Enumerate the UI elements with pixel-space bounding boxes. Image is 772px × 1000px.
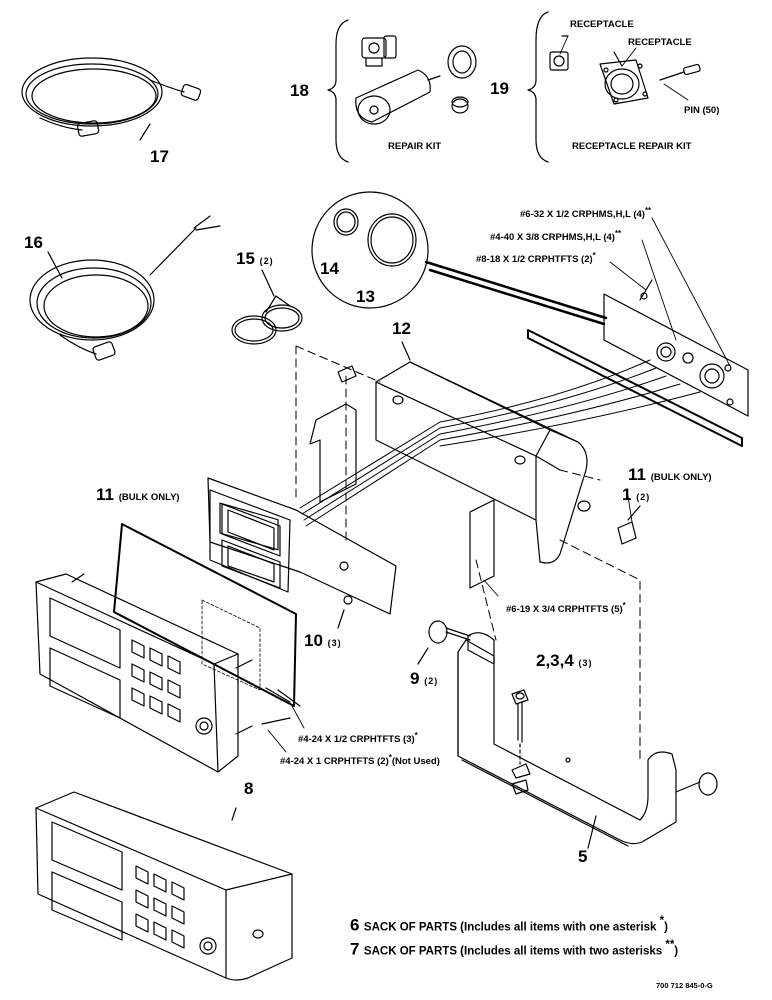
note-6-end: ) (664, 921, 668, 934)
screw-label-5: #4-24 X 1/2 CRPHTFTS (3)* (298, 732, 418, 745)
callout-16: 16 (24, 234, 43, 251)
screw-5-text: #4-24 X 1/2 CRPHTFTS (3) (298, 734, 415, 746)
screw-label-3: #8-18 X 1/2 CRPHTFTS (2)* (476, 252, 596, 265)
callout-1-qty: (2) (636, 492, 651, 502)
drawing-number: 700 712 845-0-G (656, 981, 713, 990)
front-screws (261, 689, 301, 725)
callout-11-front-number: 11 (96, 485, 114, 504)
note-6-text: SACK OF PARTS (Includes all items with o… (363, 921, 660, 934)
callout-1: 1 (2) (622, 486, 650, 503)
keypad-keys (131, 639, 181, 723)
front-panel (35, 573, 291, 773)
bolt-2-3-4 (511, 689, 531, 795)
coiled-cable-17 (21, 57, 202, 141)
assembled-indicator-8 (35, 791, 293, 981)
callout-2-3-4-number: 2,3,4 (536, 651, 574, 670)
callout-8-number: 8 (244, 779, 254, 798)
callout-10-qty: (3) (327, 638, 342, 648)
callout-12-number: 12 (392, 319, 411, 338)
callout-11-front: 11 (BULK ONLY) (96, 486, 180, 503)
callout-14-number: 14 (320, 259, 339, 278)
receptacle-label-1: RECEPTACLE (570, 19, 634, 30)
screw-6-asterisk: * (388, 753, 392, 762)
receptacle-repair-kit-caption: RECEPTACLE REPAIR KIT (572, 141, 692, 152)
callout-8: 8 (244, 780, 253, 797)
callout-15: 15 (2) (236, 250, 274, 267)
callout-18-number: 18 (290, 81, 309, 100)
callout-15-qty: (2) (259, 256, 274, 266)
callout-13: 13 (356, 288, 375, 305)
screw-5-asterisk: * (414, 731, 418, 740)
hose-clamps-15 (231, 269, 303, 345)
circuit-board (207, 477, 397, 629)
callout-13-number: 13 (356, 287, 375, 306)
screw-2-asterisk: ** (614, 229, 622, 238)
callout-10-number: 10 (304, 631, 323, 650)
standoffs (337, 365, 641, 545)
screw-1-text: #6-32 X 1/2 CRPHMS,H,L (4) (520, 209, 645, 221)
knob-9 (417, 620, 471, 665)
callout-12: 12 (392, 320, 411, 337)
note-7-asterisk: ** (665, 939, 675, 951)
assembly-dashed-lines (295, 345, 641, 761)
callout-9-qty: (2) (424, 676, 439, 686)
callout-11-rear-number: 11 (628, 465, 646, 484)
screw-label-4: #6-19 X 3/4 CRPHTFTS (5)* (506, 602, 626, 615)
callout-10: 10 (3) (304, 632, 342, 649)
callout-14: 14 (320, 260, 339, 277)
callout-19-number: 19 (490, 79, 509, 98)
screw-6-not-used: (Not Used) (391, 756, 440, 768)
coiled-cable-16 (29, 215, 221, 361)
note-7: 7 SACK OF PARTS (Includes all items with… (350, 939, 679, 959)
screw-2-text: #4-40 X 3/8 CRPHMS,H,L (4) (490, 232, 615, 244)
u-bracket-5 (457, 632, 677, 849)
enclosure-housing-12 (375, 341, 591, 564)
screw-3-asterisk: * (592, 251, 596, 260)
screw-4-text: #6-19 X 3/4 CRPHTFTS (5) (506, 604, 623, 616)
screw-3-text: #8-18 X 1/2 CRPHTFTS (2) (476, 254, 593, 266)
callout-17-number: 17 (150, 147, 169, 166)
callout-9-number: 9 (410, 669, 420, 688)
callout-11-rear-note: (BULK ONLY) (650, 472, 712, 483)
knob-right (675, 772, 718, 796)
gasket-front-11 (113, 523, 297, 707)
callout-2-3-4: 2,3,4 (3) (536, 652, 593, 669)
rear-plate (527, 279, 749, 447)
callout-19: 19 (490, 80, 509, 97)
repair-kit-18 (327, 19, 477, 163)
pin-label: PIN (50) (684, 105, 720, 116)
note-7-text: SACK OF PARTS (Includes all items with t… (363, 945, 666, 958)
callout-2-3-4-qty: (3) (578, 658, 593, 668)
screw-label-6: #4-24 X 1 CRPHTFTS (2)*(Not Used) (280, 754, 440, 767)
seal-detail-circle (311, 191, 608, 326)
callout-18: 18 (290, 82, 309, 99)
bracket-small (309, 403, 495, 589)
callout-5: 5 (578, 848, 587, 865)
callout-1-number: 1 (622, 485, 632, 504)
note-7-end: ) (674, 945, 679, 958)
receptacle-label-2: RECEPTACLE (628, 37, 692, 48)
callout-17: 17 (150, 148, 169, 165)
leader-lines (267, 35, 731, 753)
screw-label-2: #4-40 X 3/8 CRPHMS,H,L (4)** (490, 230, 621, 243)
screw-4-asterisk: * (622, 601, 626, 610)
note-7-number: 7 (350, 939, 360, 959)
keypad-keys-8 (135, 865, 185, 949)
callout-9: 9 (2) (410, 670, 438, 687)
screw-label-1: #6-32 X 1/2 CRPHMS,H,L (4)** (520, 207, 651, 220)
callout-16-number: 16 (24, 233, 43, 252)
screw-6-text: #4-24 X 1 CRPHTFTS (2) (280, 756, 389, 768)
callout-11-front-note: (BULK ONLY) (118, 492, 180, 503)
note-6: 6 SACK OF PARTS (Includes all items with… (350, 915, 668, 935)
receptacle-kit-19 (527, 11, 701, 163)
callout-15-number: 15 (236, 249, 255, 268)
screw-1-asterisk: ** (644, 206, 652, 215)
callout-11-rear: 11 (BULK ONLY) (628, 466, 712, 483)
note-6-number: 6 (350, 915, 360, 935)
note-6-asterisk: * (659, 915, 665, 927)
repair-kit-caption: REPAIR KIT (388, 141, 442, 152)
callout-5-number: 5 (578, 847, 588, 866)
